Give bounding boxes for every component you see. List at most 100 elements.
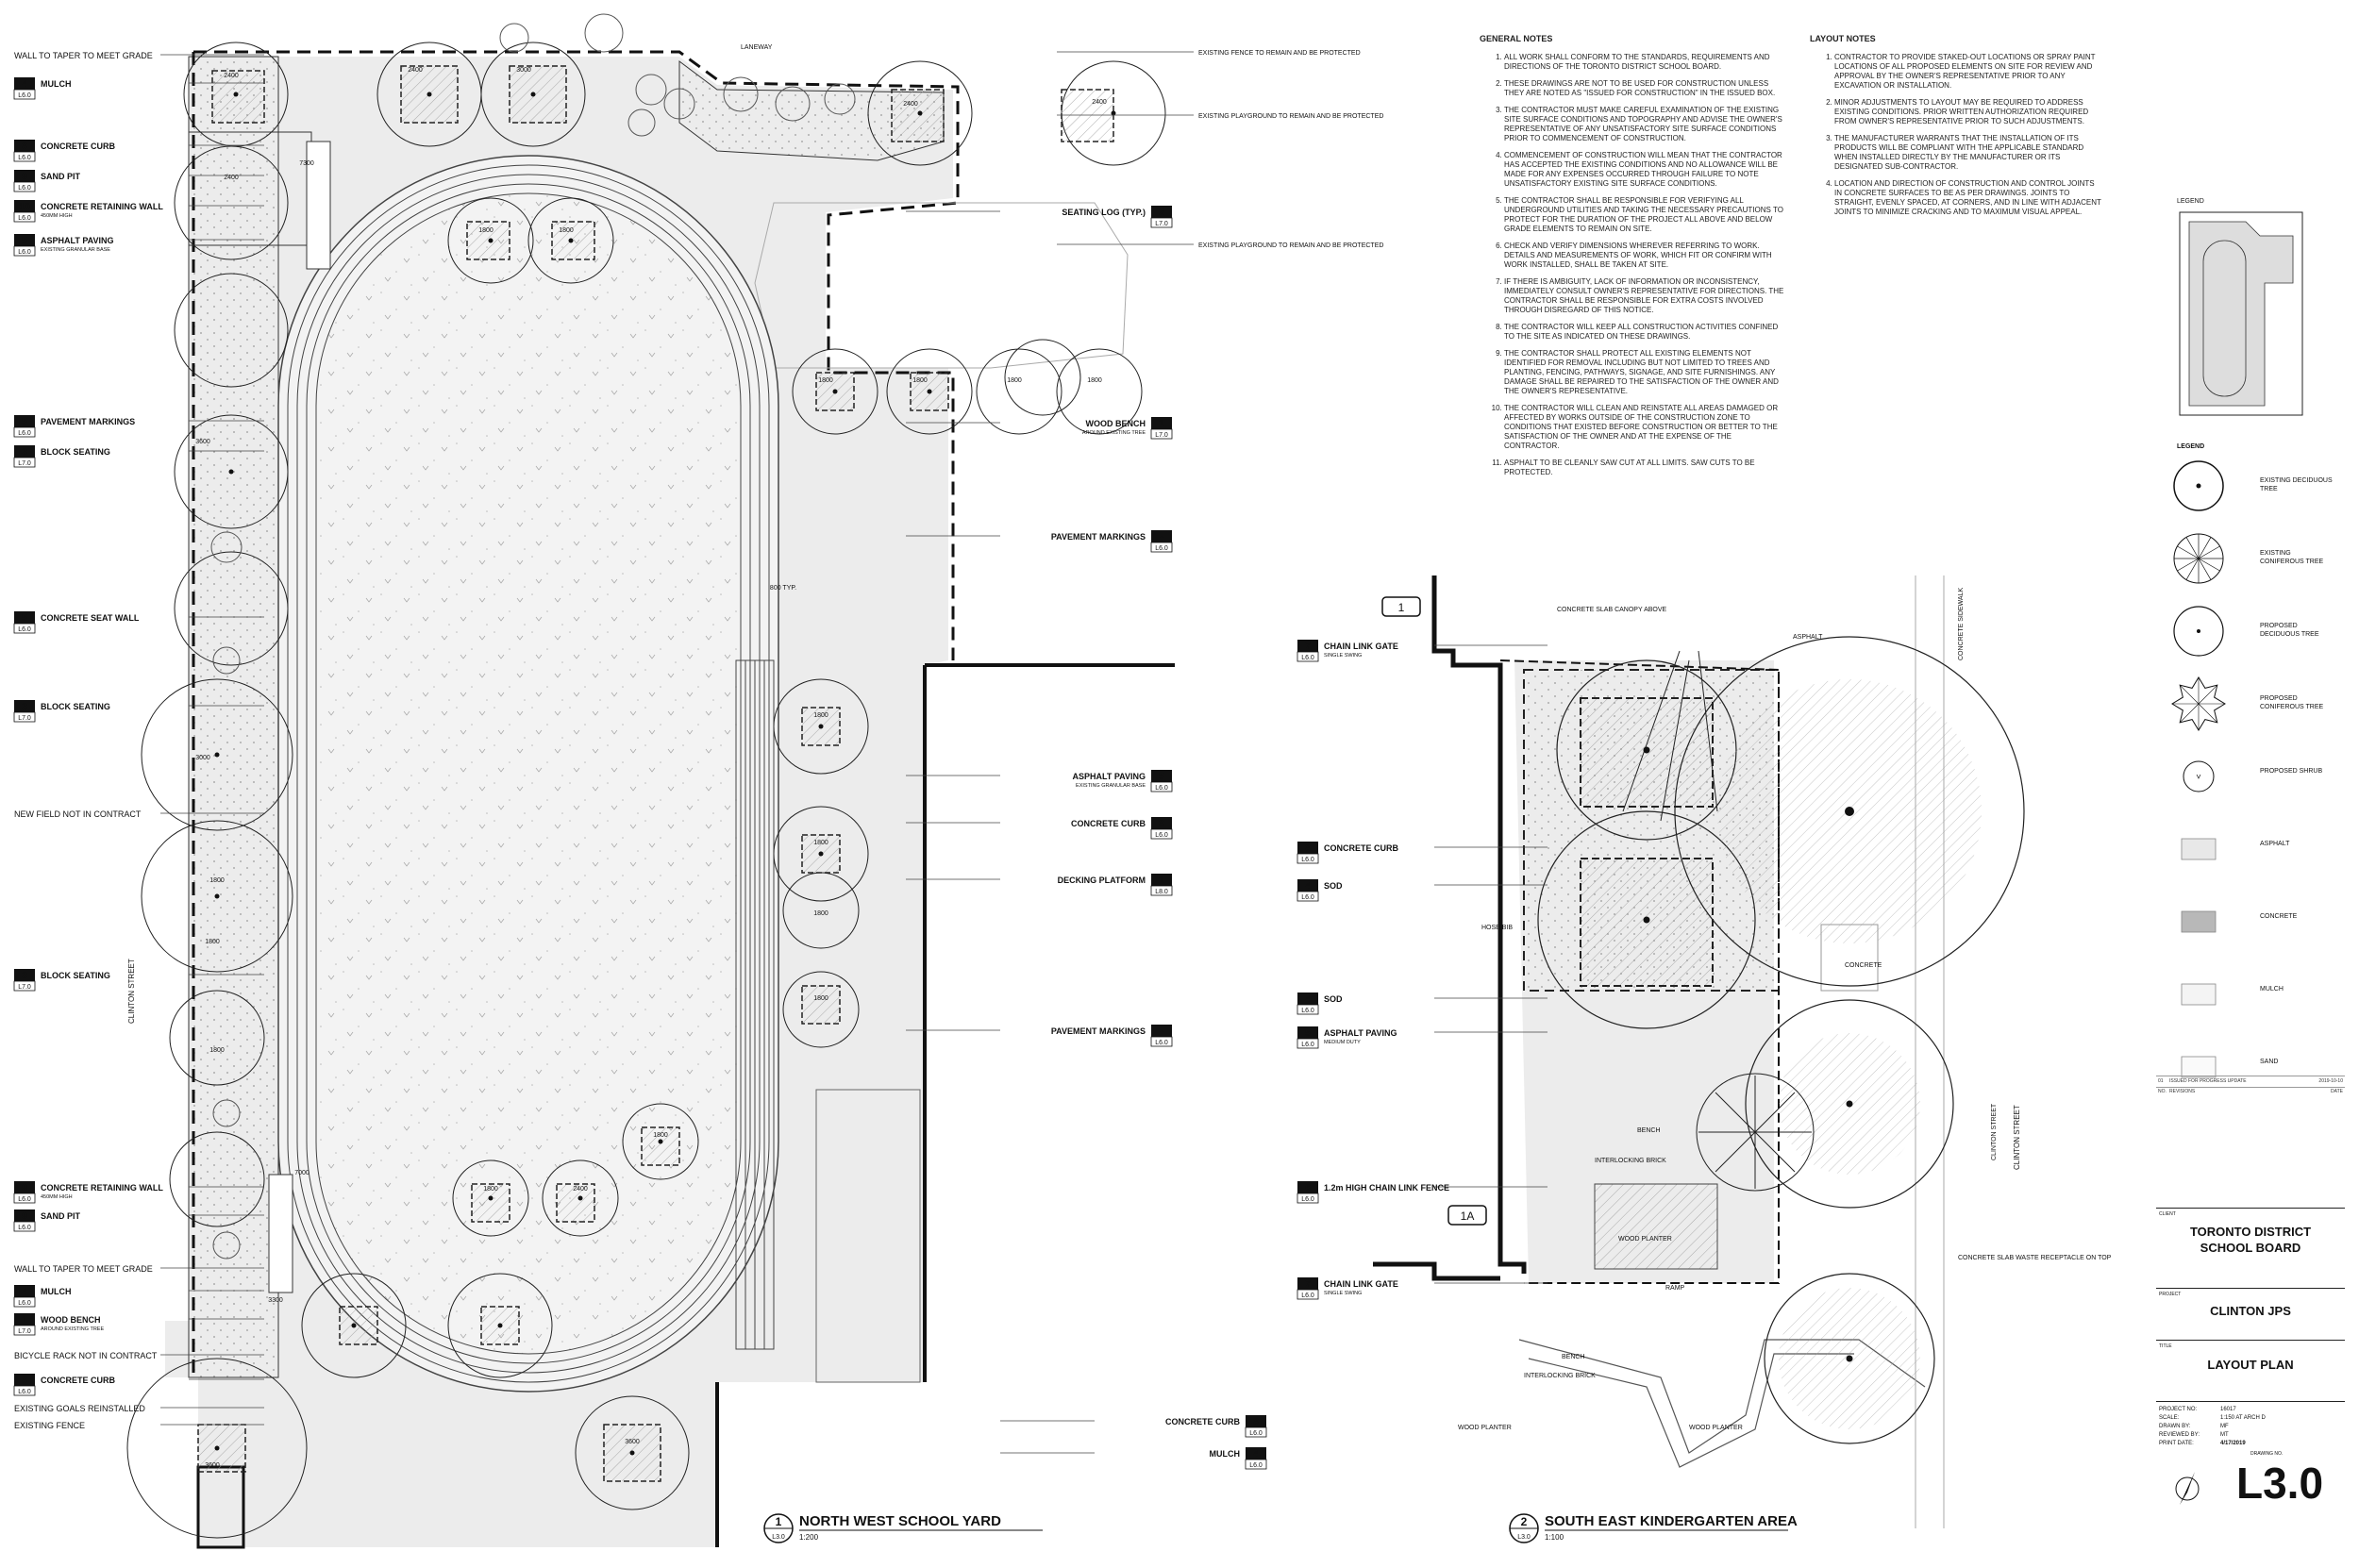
plan1-left-callout-2-label: CONCRETE CURB: [41, 142, 116, 151]
plan1-left-callout-13-num-box: [14, 1209, 35, 1222]
plan1-right-callout-2-ref: L6.0: [1155, 545, 1168, 552]
dim-label: 1800: [813, 840, 828, 846]
plan1-left-callout-1-ref: L6.0: [18, 92, 31, 99]
plan1-right-callout-6-label: PAVEMENT MARKINGS: [1051, 1026, 1146, 1036]
layout-note-2: MINOR ADJUSTMENTS TO LAYOUT MAY BE REQUI…: [1834, 98, 2102, 126]
plan2-label: INTERLOCKING BRICK: [1595, 1158, 1666, 1164]
plan1-left-callout-20: EXISTING FENCE: [14, 1421, 85, 1430]
plan1-left-callout-12-num-box: [14, 1181, 35, 1193]
plan2-label: BENCH: [1562, 1354, 1585, 1360]
dim-label: 1800: [653, 1132, 668, 1139]
project-field-row: PROJECT NO:16017: [2156, 1406, 2345, 1414]
existing-shrubs: [210, 13, 856, 1259]
client-section: CLIENT TORONTO DISTRICT SCHOOL BOARD: [2156, 1208, 2345, 1275]
drawing-number: L3.0: [2236, 1459, 2324, 1508]
plan1-left-callout-1-num: 4: [22, 79, 27, 90]
dim-label: 2400: [1092, 99, 1107, 106]
plan1-left-callout-6-num: 5: [22, 417, 27, 427]
plan1-left-callout-11-ref: L7.0: [18, 984, 31, 991]
field-value: MT: [2220, 1432, 2229, 1438]
general-note-10: THE CONTRACTOR WILL CLEAN AND REINSTATE …: [1504, 404, 1786, 451]
plan1-left-callout-19: EXISTING GOALS REINSTALLED: [14, 1404, 145, 1413]
plan2-callout-2-ref: L6.0: [1301, 894, 1314, 901]
revision-no: 01: [2158, 1078, 2164, 1084]
mulch-top: [678, 60, 945, 161]
plan2-label: WOOD PLANTER: [1689, 1425, 1743, 1431]
legend-symbol-mulch: [2181, 983, 2217, 1006]
client-name: TORONTO DISTRICT SCHOOL BOARD: [2189, 1225, 2312, 1255]
legend-label-existing-deciduous: EXISTING DECIDUOUS TREE: [2260, 477, 2333, 492]
plan2-callout-1-num: 8: [1305, 843, 1311, 854]
general-note-11: ASPHALT TO BE CLEANLY SAW CUT AT ALL LIM…: [1504, 459, 1786, 477]
school-building: [715, 663, 1175, 1547]
dim-label: 1800: [912, 377, 928, 384]
revision-header-revisions: REVISIONS: [2169, 1089, 2196, 1094]
plan1-left-callout-5-sub: EXISTING GRANULAR BASE: [41, 247, 110, 253]
tree-centers: [214, 92, 1116, 1456]
plan1-left-callout-8-num: 5: [22, 613, 27, 624]
plan1-left-callout-4-sub: 450MM HIGH: [41, 213, 73, 219]
plan2-callout-4-label: ASPHALT PAVING: [1324, 1028, 1397, 1038]
plan2-label: BENCH: [1637, 1127, 1661, 1134]
revision-desc: ISSUED FOR PROGRESS UPDATE: [2169, 1078, 2247, 1084]
clinton-street-label: CLINTON STREET: [2013, 1105, 2021, 1170]
dim-label: 1800: [1087, 377, 1102, 384]
legend-symbol-existing-coniferous: [2173, 533, 2224, 584]
plan1-left-callout-9-num-box: [14, 700, 35, 712]
plan1-right-callout-0-num: 2: [1159, 208, 1164, 218]
plan2-callout-0-label: CHAIN LINK GATE: [1324, 642, 1398, 651]
plan1-left-callout-12-num: 9: [22, 1183, 27, 1193]
field-key: SCALE:: [2159, 1415, 2180, 1421]
dim-label: 800 TYP.: [770, 585, 796, 592]
dim-label: 1800: [478, 227, 494, 234]
trees-plan1: [126, 42, 1166, 1539]
project-name: CLINTON JPS: [2210, 1304, 2291, 1318]
plan1-right-callout-8-ref: L6.0: [1249, 1462, 1263, 1469]
layout-note-3: THE MANUFACTURER WARRANTS THAT THE INSTA…: [1834, 134, 2102, 172]
plan2-callout-4-ref: L6.0: [1301, 1042, 1314, 1048]
plan2-callout-3-num: 4: [1305, 994, 1311, 1005]
dim-label: 1800: [818, 377, 833, 384]
plan1-left-callout-4-num-box: [14, 200, 35, 212]
plan2-site: 1 1A: [1373, 575, 2025, 1528]
plan1-left-callout-3-num: 9: [22, 172, 27, 182]
general-note-9: THE CONTRACTOR SHALL PROTECT ALL EXISTIN…: [1504, 349, 1786, 396]
plan1-left-callout-3-num-box: [14, 170, 35, 182]
plan1-left-callout-17: BICYCLE RACK NOT IN CONTRACT: [14, 1351, 158, 1360]
decking-platform: [815, 1089, 921, 1383]
plan1-left-callout-7-label: BLOCK SEATING: [41, 447, 110, 457]
plan1-left-callout-16-num: 1: [22, 1315, 27, 1326]
general-note-1: ALL WORK SHALL CONFORM TO THE STANDARDS,…: [1504, 53, 1786, 72]
plan1-right-callout-0-label: SEATING LOG (TYP.): [1062, 208, 1146, 217]
plan2-callout-1-label: CONCRETE CURB: [1324, 843, 1399, 853]
plan1-left-callout-16-label: WOOD BENCH: [41, 1315, 101, 1325]
revision-headers: NO. REVISIONS DATE: [2156, 1087, 2345, 1094]
plan1-top-note-1-line-0: EXISTING PLAYGROUND TO REMAIN AND BE PRO…: [1198, 113, 1383, 120]
plan2-label: WOOD PLANTER: [1458, 1425, 1512, 1431]
dim-label: 1800: [1007, 377, 1022, 384]
plan1-left-callout-4-label: CONCRETE RETAINING WALL: [41, 202, 163, 211]
plan1-left-callout-11-label: BLOCK SEATING: [41, 971, 110, 980]
plan1-left-callout-3-label: SAND PIT: [41, 172, 81, 181]
dim-label: 3600: [625, 1439, 640, 1445]
plan2-callout-3-ref: L6.0: [1301, 1008, 1314, 1014]
plan1-right-callout-2-num-box: [1151, 530, 1172, 542]
plan1-right-callout-1-sub: AROUND EXISTING TREE: [1082, 430, 1146, 436]
plan1-right-callout-8-label: MULCH: [1210, 1449, 1241, 1459]
plan1-right-callout-1-num-box: [1151, 417, 1172, 429]
